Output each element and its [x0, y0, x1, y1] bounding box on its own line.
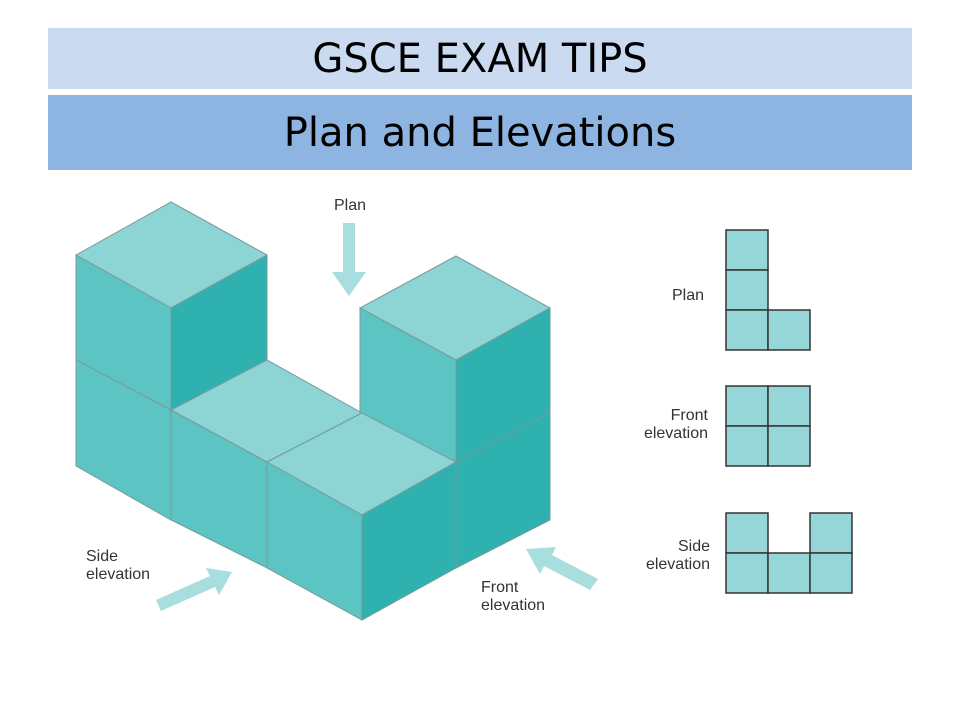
- iso-side-label-line2: elevation: [86, 566, 150, 583]
- title-banner: GSCE EXAM TIPS: [48, 28, 912, 89]
- side-elevation-grid: [725, 512, 853, 594]
- iso-front-label-line2: elevation: [481, 597, 545, 614]
- iso-front-label-line1: Front: [481, 579, 519, 596]
- side-view-label-line1: Side: [678, 538, 710, 555]
- isometric-cube-model: [74, 201, 552, 621]
- plan-view-label: Plan: [672, 287, 704, 304]
- front-view-label-line2: elevation: [644, 425, 708, 442]
- front-cube-right-face: [361, 461, 457, 621]
- back-right-cube-edge: [455, 412, 551, 463]
- plan-arrow: [332, 223, 366, 296]
- plan-view-grid: [725, 229, 811, 351]
- side-elevation-arrow: [156, 568, 232, 611]
- slide-subtitle: Plan and Elevations: [283, 109, 677, 156]
- back-left-cube-edge: [75, 359, 172, 411]
- front-elevation-arrow: [526, 547, 598, 590]
- front-elevation-grid: [725, 385, 811, 467]
- side-view-label-line2: elevation: [646, 556, 710, 573]
- subtitle-banner: Plan and Elevations: [48, 95, 912, 170]
- front-view-label-line1: Front: [671, 407, 709, 424]
- iso-plan-label: Plan: [334, 197, 366, 214]
- slide-title: GSCE EXAM TIPS: [312, 35, 648, 82]
- iso-side-label-line1: Side: [86, 548, 118, 565]
